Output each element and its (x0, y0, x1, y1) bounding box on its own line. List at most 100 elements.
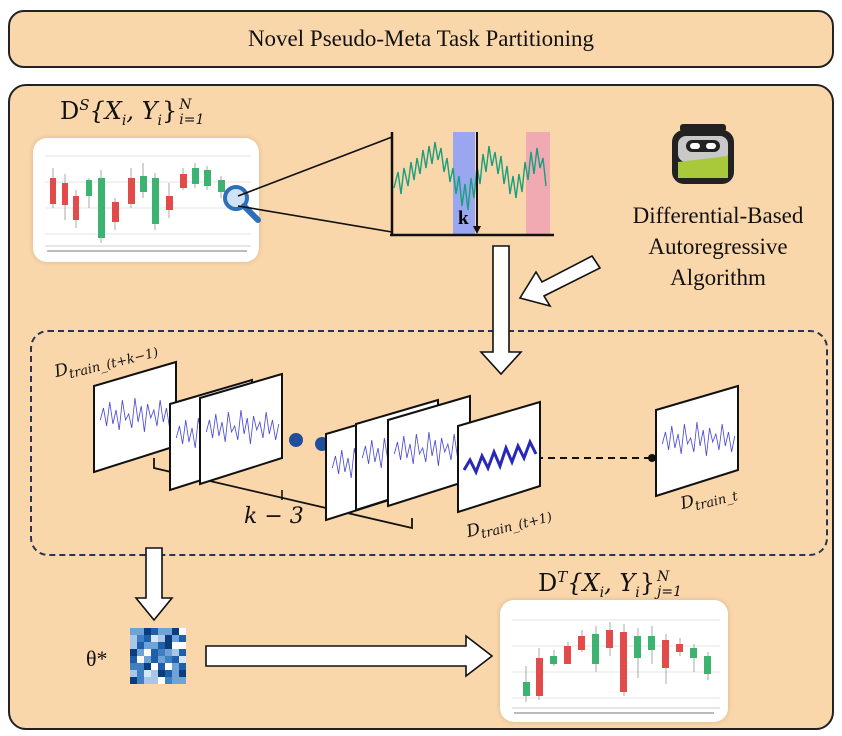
heatmap-cell (144, 649, 151, 656)
heatmap-cell (165, 663, 172, 670)
target-chart-card (500, 600, 728, 722)
series-line (393, 141, 547, 211)
heatmap-cell (130, 649, 137, 656)
heatmap-cell (172, 670, 179, 677)
source-candlestick-chart (45, 155, 251, 252)
heatmap-cell (137, 649, 144, 656)
candle (704, 656, 711, 674)
candle (523, 682, 530, 696)
heatmap-cell (144, 656, 151, 663)
candle (620, 632, 627, 692)
title-box: Novel Pseudo-Meta Task Partitioning (8, 10, 834, 68)
candle (606, 630, 613, 648)
heatmap-cell (179, 670, 186, 677)
heatmap-cell (179, 642, 186, 649)
heatmap-cell (165, 628, 172, 635)
heatmap-cell (172, 642, 179, 649)
right-arrow (205, 634, 494, 678)
heatmap-cell (158, 663, 165, 670)
heatmap-cell (137, 642, 144, 649)
candle (578, 636, 585, 650)
heatmap-cell (144, 663, 151, 670)
heatmap-cell (158, 628, 165, 635)
candle (564, 646, 571, 664)
heatmap-cell (130, 642, 137, 649)
down-arrow-theta (134, 547, 174, 622)
gap-label: k − 3 (244, 504, 304, 529)
heatmap-cell (179, 663, 186, 670)
target-candlestick-chart (512, 619, 720, 714)
candle (62, 183, 68, 205)
candle (152, 178, 159, 224)
heatmap-cell (144, 635, 151, 642)
train-frame (655, 384, 739, 498)
candle (204, 170, 211, 186)
algorithm-label: Differential-Based Autoregressive Algori… (598, 200, 838, 293)
candle (180, 174, 187, 188)
highlight-window-blue (453, 132, 475, 236)
heatmap-cell (130, 656, 137, 663)
heatmap-cell (151, 649, 158, 656)
heatmap-cell (144, 642, 151, 649)
heatmap-cell (179, 656, 186, 663)
heatmap-cell (151, 642, 158, 649)
heatmap-cell (179, 677, 186, 684)
heatmap-cell (158, 642, 165, 649)
heatmap-cell (172, 635, 179, 642)
candle (128, 178, 135, 204)
gap-bracket (153, 458, 413, 530)
heatmap-cell (172, 677, 179, 684)
heatmap-cell (179, 628, 186, 635)
magnifier-icon (223, 185, 261, 223)
heatmap-cell (144, 677, 151, 684)
candle (592, 634, 599, 664)
candle (218, 180, 225, 192)
heatmap-cell (144, 670, 151, 677)
heatmap-cell (144, 628, 151, 635)
candle (112, 202, 119, 222)
heatmap-cell (165, 635, 172, 642)
heatmap-cell (137, 677, 144, 684)
heatmap-cell (151, 670, 158, 677)
heatmap-cell (130, 670, 137, 677)
heatmap-cell (130, 663, 137, 670)
algorithm-label-line: Algorithm (670, 265, 766, 290)
ellipsis-dot (289, 433, 303, 447)
heatmap-cell (137, 663, 144, 670)
zoomed-series-chart: k (390, 132, 554, 237)
candle (50, 178, 56, 204)
heatmap-cell (151, 677, 158, 684)
window-size-label: k (458, 208, 469, 229)
candle (73, 196, 79, 220)
candle (192, 168, 199, 184)
candle (634, 636, 641, 658)
heatmap-cell (151, 663, 158, 670)
candle (98, 178, 105, 238)
heatmap-cell (172, 656, 179, 663)
heatmap-cell (151, 635, 158, 642)
theta-label: θ* (86, 646, 108, 671)
train-frame (93, 360, 177, 474)
heatmap-cell (172, 628, 179, 635)
heatmap-cell (151, 628, 158, 635)
heatmap-cell (165, 656, 172, 663)
title-text: Novel Pseudo-Meta Task Partitioning (247, 26, 595, 51)
heatmap-cell (165, 642, 172, 649)
heatmap-cell (158, 649, 165, 656)
heatmap-cell (158, 670, 165, 677)
train-frame-highlight (457, 400, 541, 514)
heatmap-cell (158, 635, 165, 642)
heatmap-cell (179, 649, 186, 656)
heatmap-cell (172, 663, 179, 670)
candle (86, 180, 92, 196)
down-arrow (479, 245, 523, 376)
heatmap-cell (151, 656, 158, 663)
robot-icon (672, 124, 734, 184)
heatmap-cell (130, 677, 137, 684)
weights-heatmap-icon (130, 628, 186, 684)
source-chart-card (33, 138, 259, 262)
